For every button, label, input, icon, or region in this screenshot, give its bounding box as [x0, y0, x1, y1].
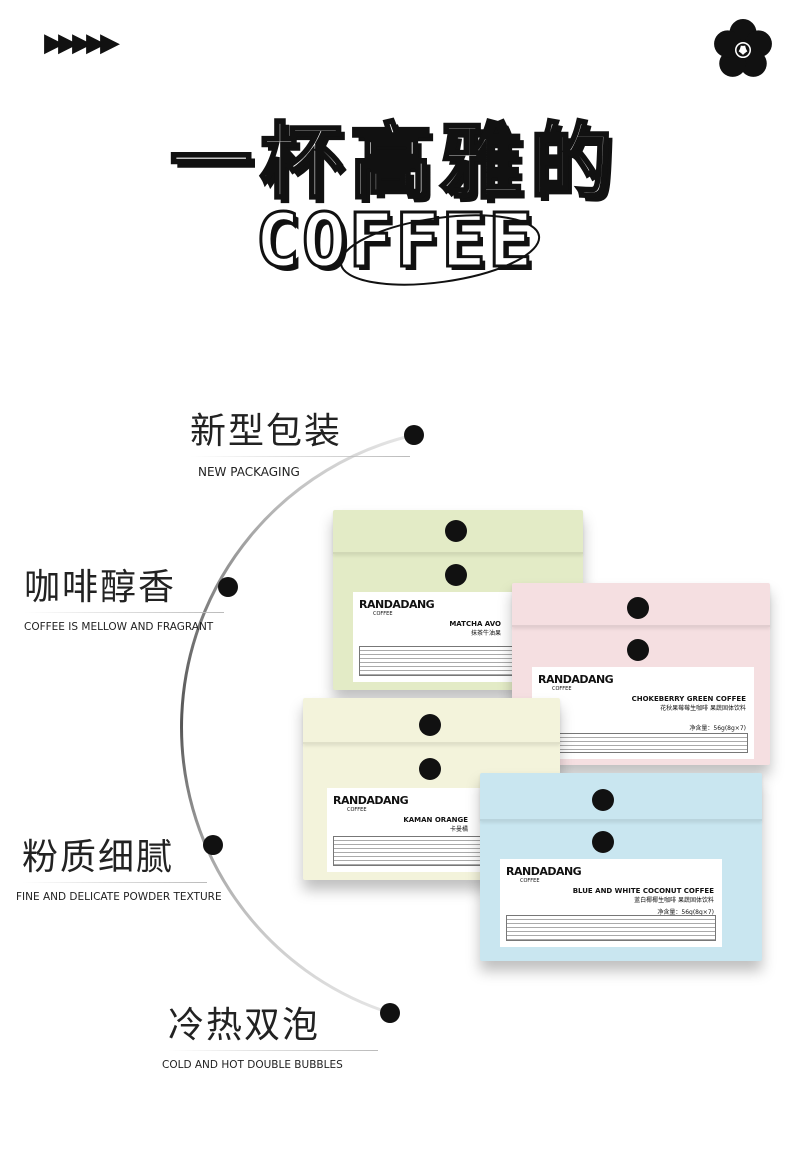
arrows-decoration: ▶▶▶▶▶	[44, 28, 120, 58]
feature-cold-hot: 冷热双泡 COLD AND HOT DOUBLE BUBBLES	[162, 996, 378, 1071]
string-button	[419, 714, 441, 736]
feature-mellow: 咖啡醇香 COFFEE IS MELLOW AND FRAGRANT	[24, 558, 224, 633]
product-label: RANDADANG COFFEE CHOKEBERRY GREEN COFFEE…	[532, 667, 754, 759]
title-coffee: COFFEE	[254, 197, 535, 286]
string-button	[445, 520, 467, 542]
string-button	[592, 789, 614, 811]
string-button	[627, 639, 649, 661]
title-chinese: 一杯高雅的	[168, 114, 620, 212]
timeline-dot	[380, 1003, 400, 1023]
timeline-dot	[218, 577, 238, 597]
string-button	[592, 831, 614, 853]
feature-new-packaging: 新型包装 NEW PACKAGING	[190, 402, 410, 479]
divider	[190, 456, 410, 457]
ingredients-text	[506, 915, 716, 941]
flower-icon	[714, 19, 772, 77]
string-button	[445, 564, 467, 586]
product-label: RANDADANG COFFEE BLUE AND WHITE COCONUT …	[500, 859, 722, 947]
timeline-dot	[203, 835, 223, 855]
swirl-decoration	[339, 214, 541, 286]
envelope-flap	[512, 583, 770, 627]
string-button	[627, 597, 649, 619]
divider	[168, 1050, 378, 1051]
timeline-dot	[404, 425, 424, 445]
divider	[24, 612, 224, 613]
feature-fine-powder: 粉质细腻 FINE AND DELICATE POWDER TEXTURE	[16, 837, 222, 903]
envelope-flap	[333, 510, 583, 554]
divider	[22, 882, 207, 883]
product-envelope-coconut: RANDADANG COFFEE BLUE AND WHITE COCONUT …	[480, 773, 762, 961]
envelope-flap	[303, 698, 560, 744]
string-button	[419, 758, 441, 780]
product-envelope-chokeberry: RANDADANG COFFEE CHOKEBERRY GREEN COFFEE…	[512, 583, 770, 765]
ingredients-text	[538, 733, 748, 753]
envelope-flap	[480, 773, 762, 821]
